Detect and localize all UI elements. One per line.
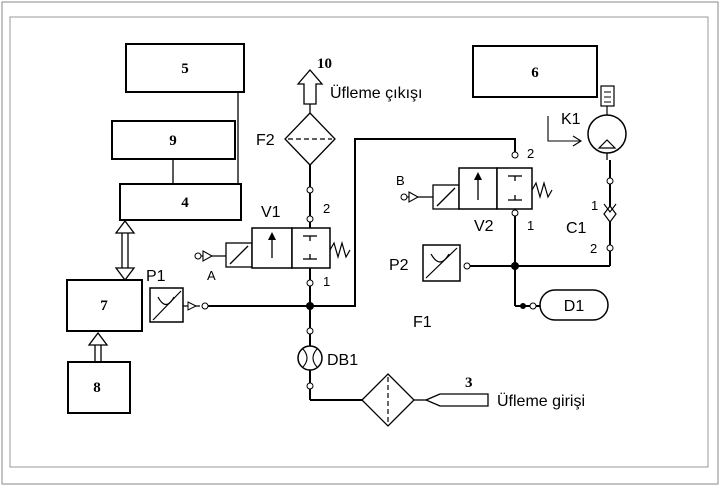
inner-frame — [9, 16, 709, 468]
arrow-8-to-7 — [87, 331, 109, 362]
label-d1: D1 — [564, 298, 585, 315]
label-f1: F1 — [413, 314, 432, 331]
valve-v1 — [194, 227, 351, 269]
label-c1: C1 — [566, 220, 587, 237]
label-v1: V1 — [261, 204, 281, 221]
block-9: 9 — [111, 120, 236, 160]
outlet-caption: Üfleme çıkışı — [330, 84, 422, 102]
valve-v2 — [400, 167, 553, 210]
block-7: 7 — [66, 279, 143, 332]
junction-main — [306, 302, 314, 310]
svg-text:6: 6 — [531, 65, 539, 81]
v1-port-2: 2 — [323, 201, 330, 216]
filter-f1 — [361, 373, 415, 427]
flowmeter-db1 — [297, 345, 323, 371]
line-to-v2 — [310, 138, 516, 307]
block-5: 5 — [125, 43, 245, 93]
block-4: 4 — [119, 183, 242, 221]
outlet-arrow — [296, 69, 324, 113]
bidirectional-arrow-4-7 — [114, 219, 136, 282]
c1-port-2: 2 — [590, 241, 597, 256]
outlet-number: 10 — [317, 56, 332, 72]
label-p2: P2 — [389, 257, 409, 274]
compressor-k1 — [547, 85, 627, 160]
label-p1: P1 — [146, 268, 166, 285]
svg-text:7: 7 — [100, 298, 108, 314]
inlet-number: 3 — [465, 375, 473, 391]
v1-port-1: 1 — [323, 274, 330, 289]
label-v2: V2 — [474, 218, 494, 235]
svg-text:4: 4 — [181, 195, 189, 211]
svg-text:9: 9 — [169, 133, 177, 149]
junction-v2 — [511, 262, 519, 270]
tank-d1: D1 — [539, 289, 609, 321]
check-valve-c1 — [603, 203, 617, 223]
label-f2: F2 — [256, 132, 275, 149]
filter-f2 — [284, 112, 336, 166]
port-markers — [201, 151, 614, 390]
block-8: 8 — [67, 361, 131, 414]
v2-port-1: 1 — [527, 218, 534, 233]
label-db1: DB1 — [327, 352, 358, 369]
block-6: 6 — [472, 45, 598, 98]
label-a: A — [207, 268, 216, 283]
c1-port-1: 1 — [591, 198, 598, 213]
svg-text:8: 8 — [93, 380, 101, 396]
junction-d1 — [520, 303, 526, 309]
v2-port-2: 2 — [527, 146, 534, 161]
inlet-arrow — [414, 393, 489, 407]
svg-text:5: 5 — [181, 61, 189, 77]
sensor-p1 — [149, 287, 200, 323]
sensor-p2 — [422, 244, 461, 282]
label-b: B — [396, 173, 405, 188]
label-k1: K1 — [561, 111, 581, 128]
inlet-caption: Üfleme girişi — [497, 392, 585, 410]
